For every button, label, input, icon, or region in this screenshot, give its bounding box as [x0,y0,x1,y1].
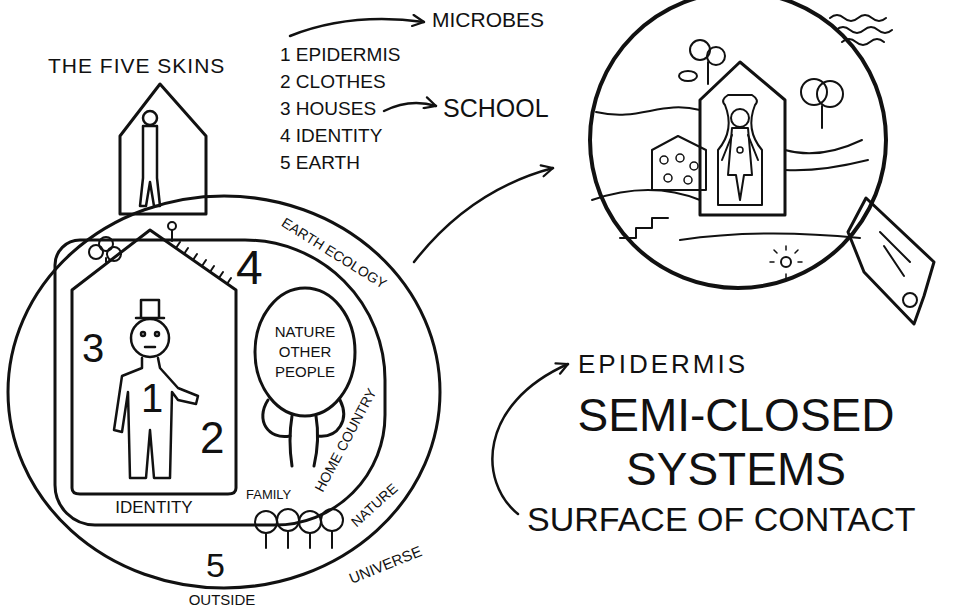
tree-scribble [89,222,176,262]
arrow [492,364,568,514]
heading-label: SEMI-CLOSED SYSTEMS [555,388,917,496]
arrow [384,103,436,111]
earth-circle: EARTH ECOLOGY NATURE 4FAMILY HOME COUNTRY 31… [6,190,444,592]
list-item: 2 CLOTHES [280,71,386,93]
callout-number: 2 [200,416,224,460]
callout-number: 5 [206,548,225,582]
region-label: FAMILY [246,488,291,503]
tree-row [255,509,343,548]
band-label: EARTH ECOLOGY [279,214,390,291]
arrow [414,168,553,262]
list-item: 4 IDENTITY [280,125,382,147]
inner-ring: 4FAMILY HOME COUNTRY 312IDENTITY NATURE OTH… [50,234,390,530]
outline [263,400,290,437]
roof-hatch [176,242,231,284]
arrow [290,19,424,36]
tree-shape: NATURE OTHER PEOPLE [250,286,362,476]
tree-shape-outline [250,286,362,476]
region-label: OUTSIDE [189,592,256,608]
tree-label: NATURE OTHER PEOPLE [265,322,345,382]
list-item: 5 EARTH [280,152,360,174]
outline [72,230,236,494]
title: THE FIVE SKINS [48,54,225,78]
region-label: UNIVERSE [346,543,424,588]
callout-number: 3 [82,328,104,368]
outline [255,288,355,416]
magnifier [590,0,934,324]
earth-circle-outline [6,190,444,592]
callout-number: 1 [141,378,163,418]
house-label: IDENTITY [115,498,192,518]
region-label: HOME COUNTRY [311,386,379,495]
callout-number: 4 [236,244,263,292]
person-figure [114,300,198,478]
house-shape-outline [68,228,240,522]
small-house [120,84,206,214]
note-label: MICROBES [432,8,544,32]
note-label: SCHOOL [443,94,549,123]
note-label: SURFACE OF CONTACT [527,500,916,539]
house-shape: 312IDENTITY [68,228,240,522]
outline [314,416,318,466]
outline [318,400,344,436]
list-item: 3 HOUSES [280,98,376,120]
outline [290,416,292,466]
band-label: NATURE [348,480,401,530]
inner-ring-outline [50,234,390,530]
outline [55,240,385,525]
list-item: 1 EPIDERMIS [280,44,400,66]
outline [8,196,440,588]
note-label: EPIDERMIS [578,350,748,380]
